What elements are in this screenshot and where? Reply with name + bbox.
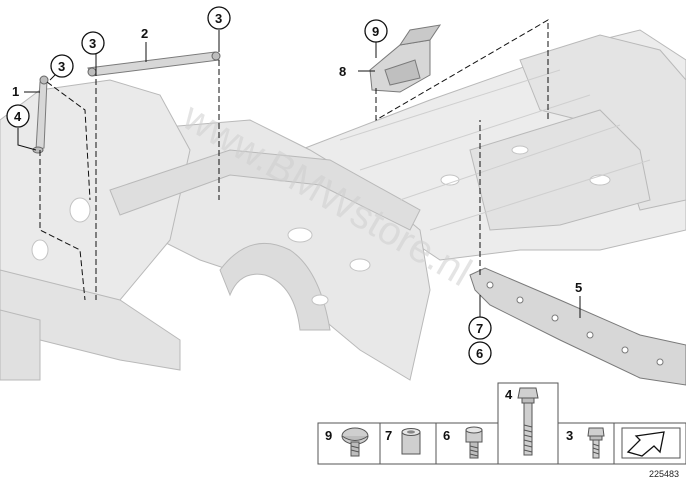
bracket-part [369, 24, 442, 93]
spacer-sleeve-icon [401, 428, 421, 455]
legend-item-3: 3 [566, 427, 605, 459]
callout-4: 4 [14, 109, 22, 124]
short-hex-screw-icon [587, 427, 605, 459]
figure-id: 225483 [649, 469, 679, 479]
domed-screw-icon [341, 427, 369, 457]
callout-3b: 3 [89, 36, 96, 51]
collar-screw-icon [465, 426, 483, 459]
legend-number-3: 3 [566, 428, 573, 443]
legend-item-7: 7 [385, 428, 421, 455]
callouts: 1 4 3 3 2 3 9 8 5 7 6 [6, 6, 582, 365]
callout-8: 8 [339, 64, 346, 79]
strut-brace-part [87, 51, 221, 77]
vertical-strut-part [32, 75, 49, 154]
legend-number-9: 9 [325, 428, 332, 443]
legend-item-6: 6 [443, 426, 483, 459]
callout-5: 5 [575, 280, 582, 295]
long-hex-bolt-icon [517, 387, 539, 456]
callout-6: 6 [476, 346, 483, 361]
underbody-plate-part [469, 267, 686, 386]
legend-item-9: 9 [325, 427, 369, 457]
legend-number-6: 6 [443, 428, 450, 443]
callout-3a: 3 [58, 59, 65, 74]
leader-lines [17, 19, 581, 318]
legend-number-4: 4 [505, 387, 513, 402]
fastener-legend: 9 7 6 [317, 382, 686, 465]
legend-number-7: 7 [385, 428, 392, 443]
callout-1: 1 [12, 84, 19, 99]
body-shell [0, 29, 686, 381]
legend-item-4: 4 [505, 387, 539, 456]
callout-3c: 3 [215, 11, 222, 26]
callout-9: 9 [372, 24, 379, 39]
callout-2: 2 [141, 26, 148, 41]
callout-7: 7 [476, 321, 483, 336]
direction-arrow-icon [621, 427, 681, 459]
